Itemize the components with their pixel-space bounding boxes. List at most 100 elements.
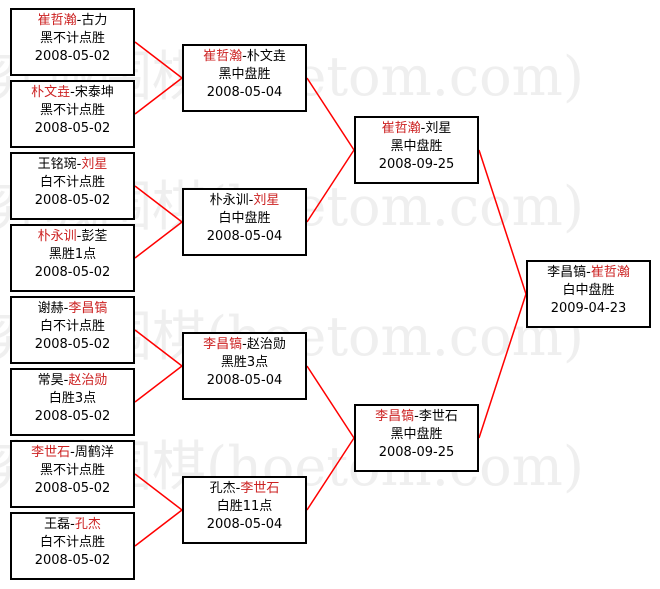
match-date: 2008-09-25 xyxy=(378,157,455,172)
player-2: 古力 xyxy=(81,13,108,28)
match-players: 谢赫-李昌镐 xyxy=(37,301,108,316)
player-1: 李昌镐 xyxy=(375,409,415,424)
match-result: 白不计点胜 xyxy=(39,319,105,334)
match-players: 李昌镐-李世石 xyxy=(375,409,458,424)
match-box-r3-2: 李昌镐-李世石 黑中盘胜 2008-09-25 xyxy=(354,404,479,472)
match-box-r2-4: 孔杰-李世石 白胜11点 2008-05-04 xyxy=(182,476,307,544)
match-result: 黑胜3点 xyxy=(220,355,269,370)
bracket-connector xyxy=(134,329,183,367)
match-box-r3-1: 崔哲瀚-刘星 黑中盘胜 2008-09-25 xyxy=(354,116,479,184)
bracket-connector xyxy=(306,77,355,151)
match-box-final: 李昌镐-崔哲瀚 白中盘胜 2009-04-23 xyxy=(526,260,651,328)
bracket-connector xyxy=(134,185,183,223)
match-result: 黑胜1点 xyxy=(48,247,97,262)
match-box-r1-1: 崔哲瀚-古力 黑不计点胜 2008-05-02 xyxy=(10,8,135,76)
bracket-connector xyxy=(134,221,183,259)
player-2: 孔杰 xyxy=(74,517,101,532)
match-players: 王磊-孔杰 xyxy=(44,517,101,532)
player-1: 王磊 xyxy=(44,517,71,532)
player-2: 崔哲瀚 xyxy=(590,265,630,280)
player-1: 孔杰 xyxy=(209,481,236,496)
player-1: 王铭琬 xyxy=(37,157,77,172)
match-players: 王铭琬-刘星 xyxy=(37,157,108,172)
match-players: 朴永训-彭荃 xyxy=(37,229,108,244)
match-result: 白胜3点 xyxy=(48,391,97,406)
player-1: 常昊 xyxy=(37,373,64,388)
match-players: 常昊-赵治勋 xyxy=(37,373,108,388)
match-players: 朴永训-刘星 xyxy=(209,193,280,208)
player-2: 朴文垚 xyxy=(246,49,286,64)
player-2: 刘星 xyxy=(253,193,280,208)
player-2: 刘星 xyxy=(81,157,108,172)
player-1: 朴永训 xyxy=(209,193,249,208)
match-date: 2008-05-02 xyxy=(34,553,111,568)
player-2: 刘星 xyxy=(425,121,452,136)
match-box-r1-2: 朴文垚-宋泰坤 黑不计点胜 2008-05-02 xyxy=(10,80,135,148)
match-box-r1-7: 李世石-周鹤洋 黑不计点胜 2008-05-02 xyxy=(10,440,135,508)
match-date: 2008-05-02 xyxy=(34,193,111,208)
bracket-connector xyxy=(134,41,183,79)
bracket-connector xyxy=(134,365,183,403)
match-box-r1-6: 常昊-赵治勋 白胜3点 2008-05-02 xyxy=(10,368,135,436)
match-date: 2008-09-25 xyxy=(378,445,455,460)
match-result: 黑不计点胜 xyxy=(39,103,105,118)
player-2: 李世石 xyxy=(418,409,458,424)
match-players: 李世石-周鹤洋 xyxy=(31,445,114,460)
match-players: 崔哲瀚-朴文垚 xyxy=(203,49,286,64)
match-box-r1-8: 王磊-孔杰 白不计点胜 2008-05-02 xyxy=(10,512,135,580)
match-players: 崔哲瀚-古力 xyxy=(37,13,108,28)
player-2: 李世石 xyxy=(240,481,280,496)
player-1: 朴文垚 xyxy=(31,85,71,100)
match-players: 孔杰-李世石 xyxy=(209,481,280,496)
player-1: 崔哲瀚 xyxy=(203,49,243,64)
match-box-r2-2: 朴永训-刘星 白中盘胜 2008-05-04 xyxy=(182,188,307,256)
player-2: 李昌镐 xyxy=(68,301,108,316)
match-result: 黑中盘胜 xyxy=(390,427,443,442)
match-result: 黑不计点胜 xyxy=(39,31,105,46)
match-date: 2008-05-02 xyxy=(34,49,111,64)
match-players: 李昌镐-赵治勋 xyxy=(203,337,286,352)
bracket-connector xyxy=(134,473,183,511)
match-result: 白胜11点 xyxy=(216,499,273,514)
match-date: 2009-04-23 xyxy=(550,301,627,316)
player-1: 李世石 xyxy=(31,445,71,460)
player-2: 赵治勋 xyxy=(246,337,286,352)
bracket-connector xyxy=(306,149,355,223)
match-box-r1-5: 谢赫-李昌镐 白不计点胜 2008-05-02 xyxy=(10,296,135,364)
player-1: 李昌镐 xyxy=(547,265,587,280)
match-box-r2-3: 李昌镐-赵治勋 黑胜3点 2008-05-04 xyxy=(182,332,307,400)
match-result: 白不计点胜 xyxy=(39,175,105,190)
match-date: 2008-05-04 xyxy=(206,517,283,532)
player-2: 周鹤洋 xyxy=(74,445,114,460)
match-players: 崔哲瀚-刘星 xyxy=(381,121,452,136)
match-date: 2008-05-02 xyxy=(34,409,111,424)
match-result: 白中盘胜 xyxy=(218,211,271,226)
match-date: 2008-05-04 xyxy=(206,373,283,388)
match-result: 黑中盘胜 xyxy=(218,67,271,82)
match-box-r1-4: 朴永训-彭荃 黑胜1点 2008-05-02 xyxy=(10,224,135,292)
player-1: 李昌镐 xyxy=(203,337,243,352)
player-1: 朴永训 xyxy=(37,229,77,244)
match-result: 黑中盘胜 xyxy=(390,139,443,154)
match-players: 李昌镐-崔哲瀚 xyxy=(547,265,630,280)
bracket-connector xyxy=(478,149,527,295)
player-2: 彭荃 xyxy=(81,229,108,244)
match-box-r1-3: 王铭琬-刘星 白不计点胜 2008-05-02 xyxy=(10,152,135,220)
match-date: 2008-05-04 xyxy=(206,85,283,100)
match-result: 白不计点胜 xyxy=(39,535,105,550)
match-date: 2008-05-02 xyxy=(34,337,111,352)
match-players: 朴文垚-宋泰坤 xyxy=(31,85,114,100)
player-2: 赵治勋 xyxy=(68,373,108,388)
match-date: 2008-05-04 xyxy=(206,229,283,244)
match-result: 黑不计点胜 xyxy=(39,463,105,478)
match-box-r2-1: 崔哲瀚-朴文垚 黑中盘胜 2008-05-04 xyxy=(182,44,307,112)
bracket-connector xyxy=(134,509,183,547)
match-date: 2008-05-02 xyxy=(34,121,111,136)
match-result: 白中盘胜 xyxy=(562,283,615,298)
player-2: 宋泰坤 xyxy=(74,85,114,100)
player-1: 崔哲瀚 xyxy=(37,13,77,28)
player-1: 谢赫 xyxy=(37,301,64,316)
bracket-connector xyxy=(478,293,527,439)
bracket-connector xyxy=(306,437,355,511)
